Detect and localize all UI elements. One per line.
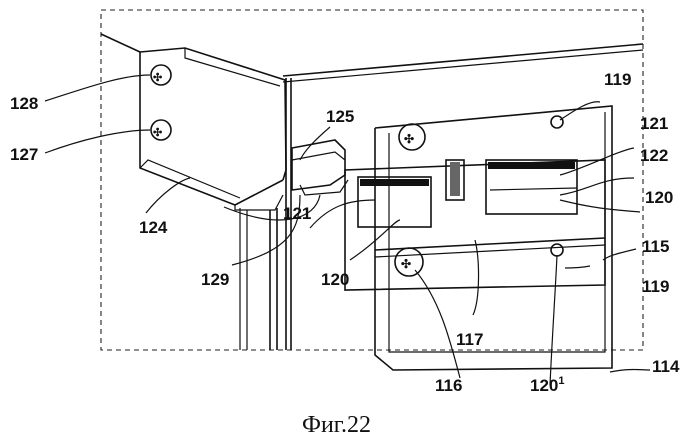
label-124: 124 [139,218,168,237]
hole-bottom-icon [551,244,563,256]
figure-caption: Фиг.22 [302,412,371,438]
label-116: 116 [435,376,462,395]
label-128: 128 [10,94,38,113]
rear-rail [270,208,277,350]
label-120-prime-sup: 1 [558,375,564,387]
label-121-right: 121 [640,114,668,133]
left-panel [101,34,140,52]
svg-text:✣: ✣ [153,127,162,139]
mounting-plate: ✣ ✣ [375,106,612,370]
label-120-prime: 1201 [530,375,565,395]
label-114: 114 [652,357,680,376]
back-panel-edge-2 [283,50,643,82]
bracket-124: ✣ ✣ [140,48,286,210]
label-119-bottom: 119 [642,277,669,296]
svg-text:✣: ✣ [404,132,414,146]
label-129: 129 [201,270,229,289]
left-panel-inner [240,208,247,350]
label-125: 125 [326,107,354,126]
label-120-left: 120 [321,270,349,289]
label-115: 115 [642,237,669,256]
label-121-left: 121 [283,204,311,223]
label-117: 117 [456,330,483,349]
label-127: 127 [10,145,38,164]
svg-text:✣: ✣ [401,257,411,271]
label-120-prime-base: 120 [530,376,558,395]
svg-text:✣: ✣ [153,72,162,84]
block-117 [345,160,605,290]
label-122: 122 [640,146,668,165]
back-panel-edge [283,44,643,76]
latch-125 [292,140,348,195]
label-119-top: 119 [604,70,631,89]
hole-top-icon [551,116,563,128]
label-120-right: 120 [645,188,673,207]
